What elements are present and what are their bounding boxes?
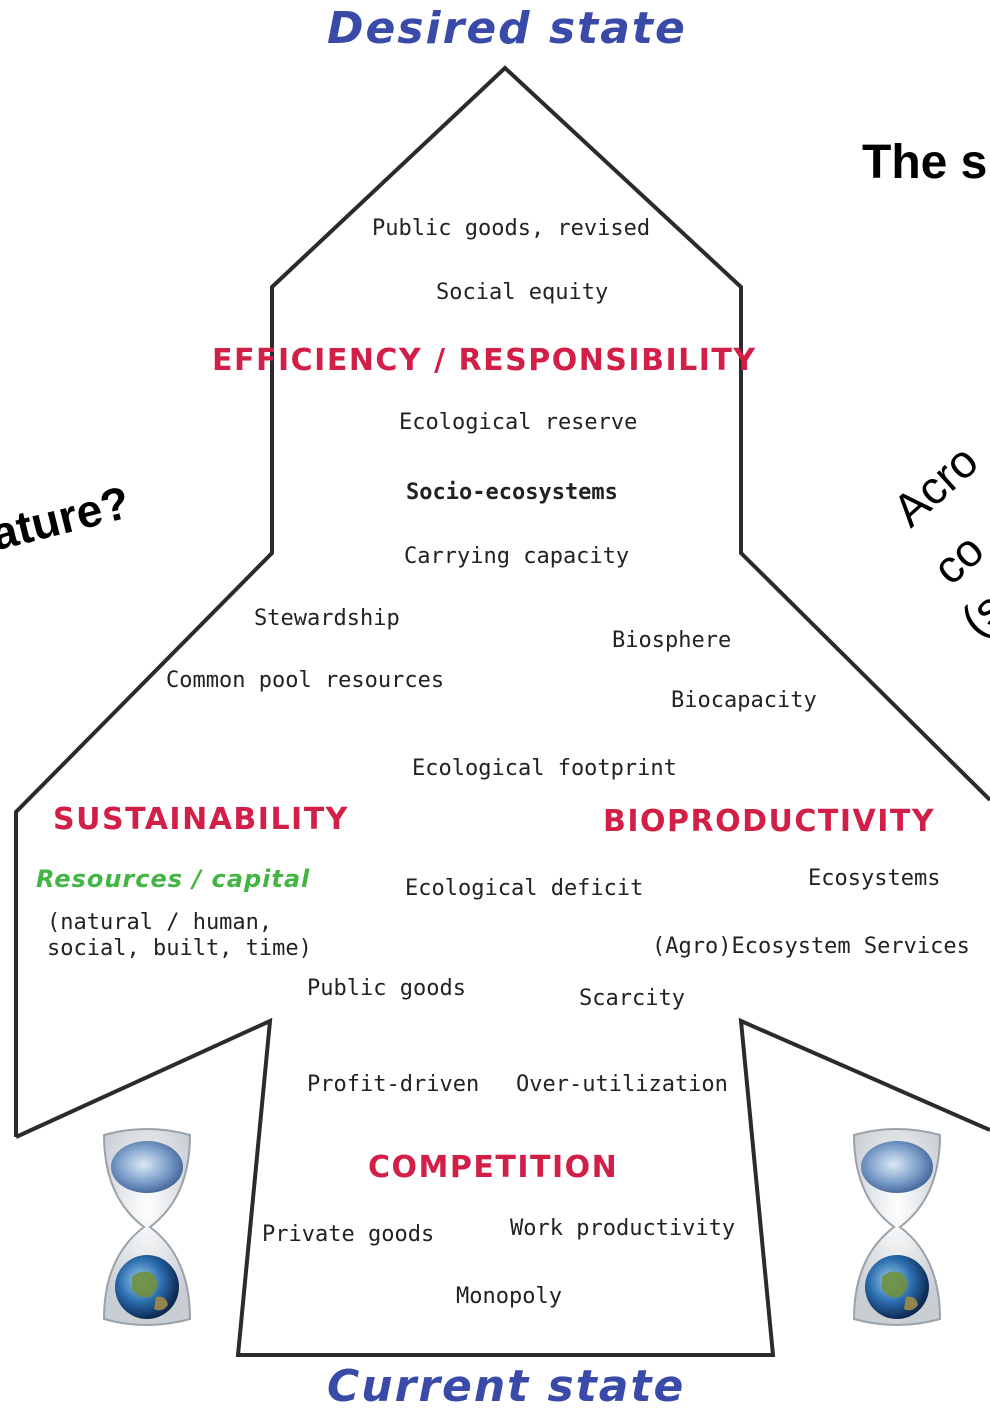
concept-ecosystems: Ecosystems [808, 866, 941, 891]
side-heading: The s [862, 136, 988, 189]
concept-scarcity: Scarcity [579, 986, 685, 1011]
concept-resources-detail: (natural / human, social, built, time) [47, 910, 312, 961]
heading-sustainability: SUSTAINABILITY [53, 802, 349, 837]
current-state-label: Current state [327, 1361, 686, 1412]
heading-competition: COMPETITION [368, 1150, 619, 1185]
concept-common-pool-resources: Common pool resources [166, 668, 445, 693]
concept-socio-ecosystems: Socio-ecosystems [406, 480, 618, 505]
heading-efficiency-responsibility: EFFICIENCY / RESPONSIBILITY [212, 343, 757, 378]
desired-state-label: Desired state [327, 3, 687, 54]
concept-monopoly: Monopoly [456, 1284, 562, 1309]
concept-ecological-reserve: Ecological reserve [399, 410, 638, 435]
concept-ecological-footprint: Ecological footprint [412, 756, 677, 781]
concept-profit-driven: Profit-driven [307, 1072, 480, 1097]
hourglass-earth-icon [852, 1128, 942, 1326]
concept-biosphere: Biosphere [612, 628, 732, 653]
hourglass-earth-icon [102, 1128, 192, 1326]
concept-ecological-deficit: Ecological deficit [405, 876, 644, 901]
arrow-outline [14, 65, 990, 1137]
concept-carrying-capacity: Carrying capacity [404, 544, 630, 569]
concept-private-goods: Private goods [262, 1222, 435, 1247]
concept-social-equity: Social equity [436, 280, 609, 305]
label-resources-capital: Resources / capital [36, 865, 311, 893]
concept-public-goods: Public goods [307, 976, 466, 1001]
concept-public-goods-revised: Public goods, revised [372, 216, 651, 241]
concept-stewardship: Stewardship [254, 606, 400, 631]
concept-over-utilization: Over-utilization [516, 1072, 728, 1097]
heading-bioproductivity: BIOPRODUCTIVITY [603, 804, 936, 839]
concept-work-productivity: Work productivity [510, 1216, 736, 1241]
concept-biocapacity: Biocapacity [671, 688, 817, 713]
arrow-outline-lower-left [15, 1017, 990, 1357]
concept-agro-ecosystem-services: (Agro)Ecosystem Services [652, 934, 970, 959]
